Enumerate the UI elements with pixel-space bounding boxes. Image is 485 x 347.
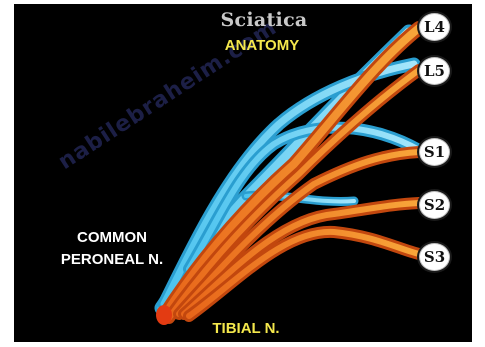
root-badge-l5: L5 <box>417 55 452 87</box>
root-badge-s1: S1 <box>417 136 452 168</box>
root-badge-s3: S3 <box>417 241 452 273</box>
root-badge-s2: S2 <box>417 189 452 221</box>
diagram-subtitle: ANATOMY <box>192 37 332 54</box>
root-badge-l4: L4 <box>417 11 452 43</box>
common-peroneal-label: COMMON PERONEAL N. <box>42 227 182 271</box>
common-peroneal-label-line2: PERONEAL N. <box>42 249 182 271</box>
tibial-nerve-label: TIBIAL N. <box>186 318 306 340</box>
common-peroneal-label-line1: COMMON <box>42 227 182 249</box>
diagram-frame: nabilebraheim.com Sciatica ANATOMY COMMO… <box>14 4 472 342</box>
diagram-title: Sciatica <box>204 9 324 31</box>
